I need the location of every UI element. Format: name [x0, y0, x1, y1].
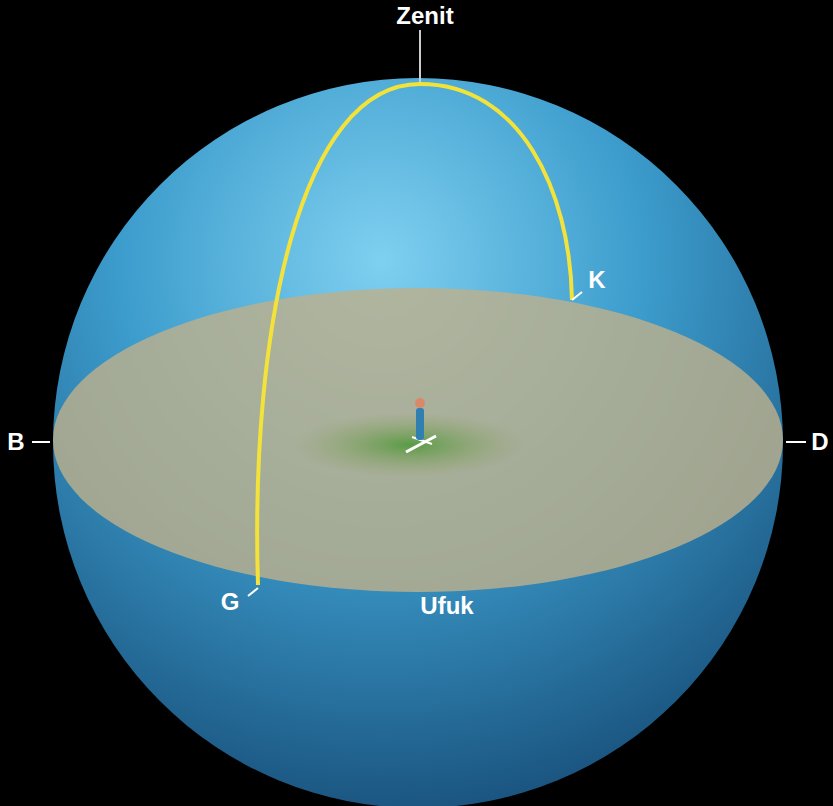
point-label: G: [221, 590, 240, 614]
zenith-label: Zenit: [396, 4, 453, 28]
b-tick: [32, 441, 50, 443]
west-label: B: [7, 430, 24, 454]
sphere: [53, 78, 783, 806]
ground-patch: [295, 413, 525, 477]
observer: [406, 398, 436, 452]
k-tick: [572, 292, 582, 300]
horizon-label: Ufuk: [420, 594, 473, 618]
east-label: D: [811, 430, 828, 454]
g-tick: [248, 588, 258, 596]
zenith-tick: [419, 30, 421, 82]
d-tick: [786, 441, 806, 443]
sun-path: [257, 84, 572, 585]
point-label: K: [588, 268, 605, 292]
horizon-plane: [53, 288, 783, 592]
